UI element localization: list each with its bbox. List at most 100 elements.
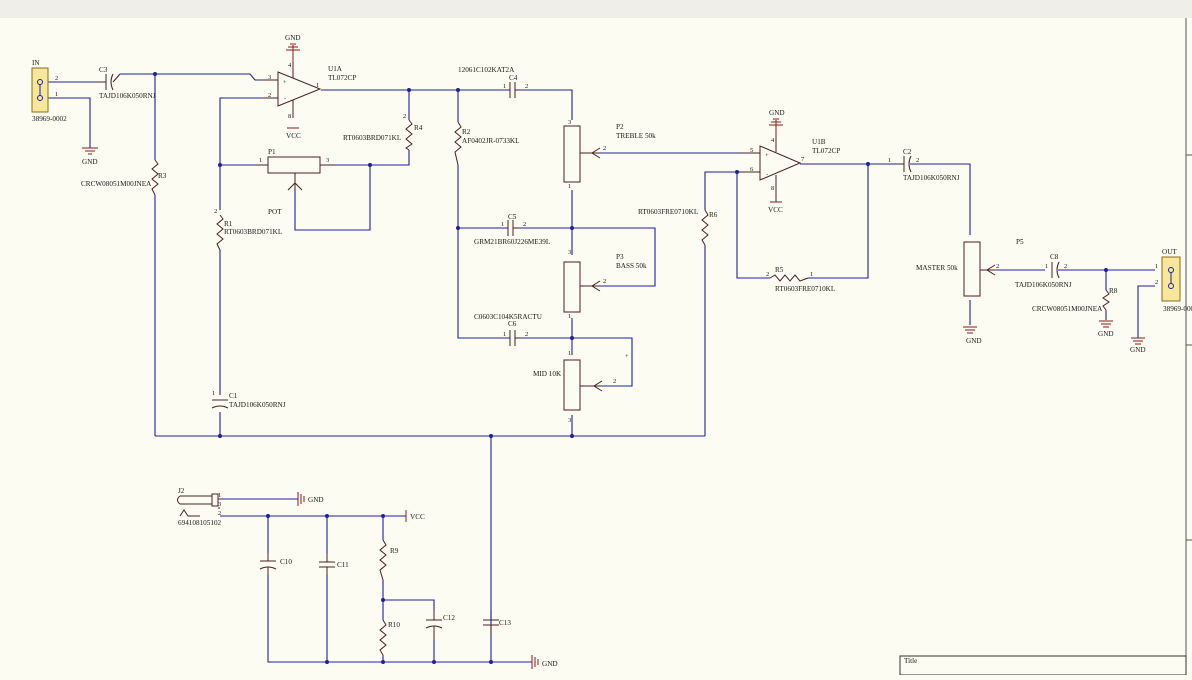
svg-text:2: 2 (916, 157, 919, 164)
svg-text:1: 1 (501, 221, 504, 228)
svg-text:1: 1 (503, 331, 506, 338)
potentiometer-p5-master[interactable]: 2 P5 MASTER 50k (916, 238, 1024, 297)
svg-text:3: 3 (568, 249, 571, 256)
in-port-label: IN (32, 59, 40, 67)
capacitor-c4[interactable]: 1 2 C4 12061C102KAT2A (458, 66, 528, 98)
gnd-symbol: GND (963, 326, 982, 345)
resistor-r10[interactable]: R10 (379, 619, 400, 656)
svg-text:2: 2 (268, 92, 271, 99)
svg-text:TL072CP: TL072CP (328, 74, 356, 82)
output-connector[interactable]: OUT 1 2 38969-0002 (1155, 248, 1192, 313)
gnd-symbol: GND (531, 655, 558, 669)
svg-text:C12: C12 (443, 614, 455, 622)
capacitor-c3[interactable]: C3 TAJD106K050RNJ (95, 66, 156, 100)
resistor-r8[interactable]: R8 CRCW08051M00JNEA (1032, 287, 1118, 313)
title-block: Title (899, 655, 1187, 676)
svg-text:2: 2 (525, 331, 528, 338)
capacitor-c10[interactable]: C10 (259, 553, 292, 575)
svg-text:3: 3 (568, 119, 571, 126)
svg-text:GND: GND (542, 660, 558, 668)
svg-text:2: 2 (766, 271, 769, 278)
svg-text:R5: R5 (775, 266, 784, 274)
capacitor-c8[interactable]: 1 2 C8 TAJD106K050RNJ (1015, 253, 1072, 289)
svg-text:2: 2 (55, 75, 58, 82)
junctions (153, 72, 1108, 664)
vcc-symbol: VCC (768, 201, 783, 214)
opamp-u1a[interactable]: + - 3 2 4 8 1 U1A TL072CP (262, 62, 356, 120)
svg-text:+: + (765, 152, 769, 159)
capacitor-c11[interactable]: C11 (319, 553, 349, 575)
svg-text:P1: P1 (268, 148, 276, 156)
svg-text:C1: C1 (229, 392, 238, 400)
vcc-symbol: VCC (286, 127, 301, 140)
potentiometer-p3-bass[interactable]: 3 1 2 P3 BASS 50k (563, 249, 647, 320)
svg-text:3: 3 (268, 74, 271, 81)
svg-text:3: 3 (218, 501, 221, 508)
svg-text:1: 1 (55, 91, 58, 98)
svg-text:C3: C3 (99, 66, 108, 74)
svg-text:12061C102KAT2A: 12061C102KAT2A (458, 66, 515, 74)
svg-text:-: - (284, 95, 286, 102)
svg-text:R10: R10 (388, 621, 400, 629)
svg-text:VCC: VCC (286, 132, 301, 140)
svg-text:CRCW08051M00JNEA: CRCW08051M00JNEA (81, 180, 152, 188)
svg-text:8: 8 (771, 185, 774, 192)
resistor-r3[interactable]: R3 CRCW08051M00JNEA (81, 159, 167, 196)
svg-text:6: 6 (750, 166, 754, 173)
resistor-r6[interactable]: R6 RT0603FRE0710KL (638, 208, 718, 246)
resistor-r5[interactable]: 2 1 R5 RT0603FRE0710KL (766, 266, 835, 293)
potentiometer-p2-treble[interactable]: 3 1 2 P2 TREBLE 50k (563, 119, 656, 190)
capacitor-c5[interactable]: 1 2 C5 GRM21BR60J226ME39L (474, 213, 550, 246)
svg-text:2: 2 (218, 510, 221, 517)
svg-text:C5: C5 (508, 213, 517, 221)
svg-text:C4: C4 (509, 74, 518, 82)
resistor-r9[interactable]: R9 (379, 539, 399, 581)
svg-text:1: 1 (218, 492, 221, 499)
input-connector[interactable]: IN 38969-0002 2 1 (31, 59, 67, 123)
resistor-r1[interactable]: 2 R1 RT0603BRD071KL (214, 208, 282, 251)
svg-text:1: 1 (316, 82, 319, 89)
svg-text:R1: R1 (224, 220, 233, 228)
svg-text:RT0603BRD071KL: RT0603BRD071KL (224, 228, 282, 236)
svg-text:U1B: U1B (812, 138, 826, 146)
svg-text:GND: GND (1098, 330, 1114, 338)
svg-text:C10: C10 (280, 558, 292, 566)
svg-text:-: - (766, 171, 768, 178)
power-jack-j2[interactable]: J2 1 3 2 694108105102 (177, 487, 222, 527)
resistor-r4[interactable]: 2 R4 RT0603BRD071KL (343, 113, 423, 151)
svg-text:POT: POT (268, 208, 282, 216)
gnd-symbol: GND (769, 109, 785, 136)
svg-text:1: 1 (259, 157, 262, 164)
potentiometer-p1[interactable]: P1 1 3 POT (255, 148, 335, 216)
capacitor-c1[interactable]: 1 C1 TAJD106K050RNJ (211, 390, 286, 409)
toolbar-strip (0, 0, 1192, 18)
capacitor-c12[interactable]: C12 (425, 610, 455, 640)
svg-text:TAJD106K050RNJ: TAJD106K050RNJ (903, 174, 960, 182)
svg-text:VCC: VCC (410, 513, 425, 521)
capacitor-c2[interactable]: 1 2 C2 TAJD106K050RNJ (888, 148, 960, 182)
svg-text:2: 2 (525, 83, 528, 90)
capacitor-c6[interactable]: 1 2 C6 C0603C104K5RACTU (474, 313, 543, 346)
opamp-u1b[interactable]: + - 5 6 4 8 7 U1B TL072CP (740, 136, 840, 202)
in-conn-part: 38969-0002 (32, 115, 67, 123)
svg-text:2: 2 (523, 221, 526, 228)
svg-text:38969-0002: 38969-0002 (1163, 305, 1192, 313)
svg-text:CRCW08051M00JNEA: CRCW08051M00JNEA (1032, 305, 1103, 313)
svg-text:BASS 50k: BASS 50k (616, 262, 647, 270)
svg-text:U1A: U1A (328, 65, 343, 73)
vcc-symbol: VCC (405, 510, 425, 522)
capacitor-c13[interactable]: C13 (483, 619, 511, 635)
svg-text:GRM21BR60J226ME39L: GRM21BR60J226ME39L (474, 238, 550, 246)
svg-text:AF0402JR-0733KL: AF0402JR-0733KL (462, 137, 520, 145)
svg-text:MID 10K: MID 10K (533, 370, 562, 378)
svg-text:+: + (283, 79, 287, 86)
resistor-r2[interactable]: R2 AF0402JR-0733KL (454, 121, 520, 166)
wires (48, 73, 1155, 663)
title-label: Title (904, 657, 917, 665)
svg-text:VCC: VCC (768, 206, 783, 214)
svg-text:3: 3 (326, 157, 329, 164)
svg-text:RT0603FRE0710KL: RT0603FRE0710KL (775, 285, 835, 293)
potentiometer-mid[interactable]: 1 3 2 + MID 10K (533, 350, 629, 424)
svg-text:2: 2 (996, 263, 999, 270)
